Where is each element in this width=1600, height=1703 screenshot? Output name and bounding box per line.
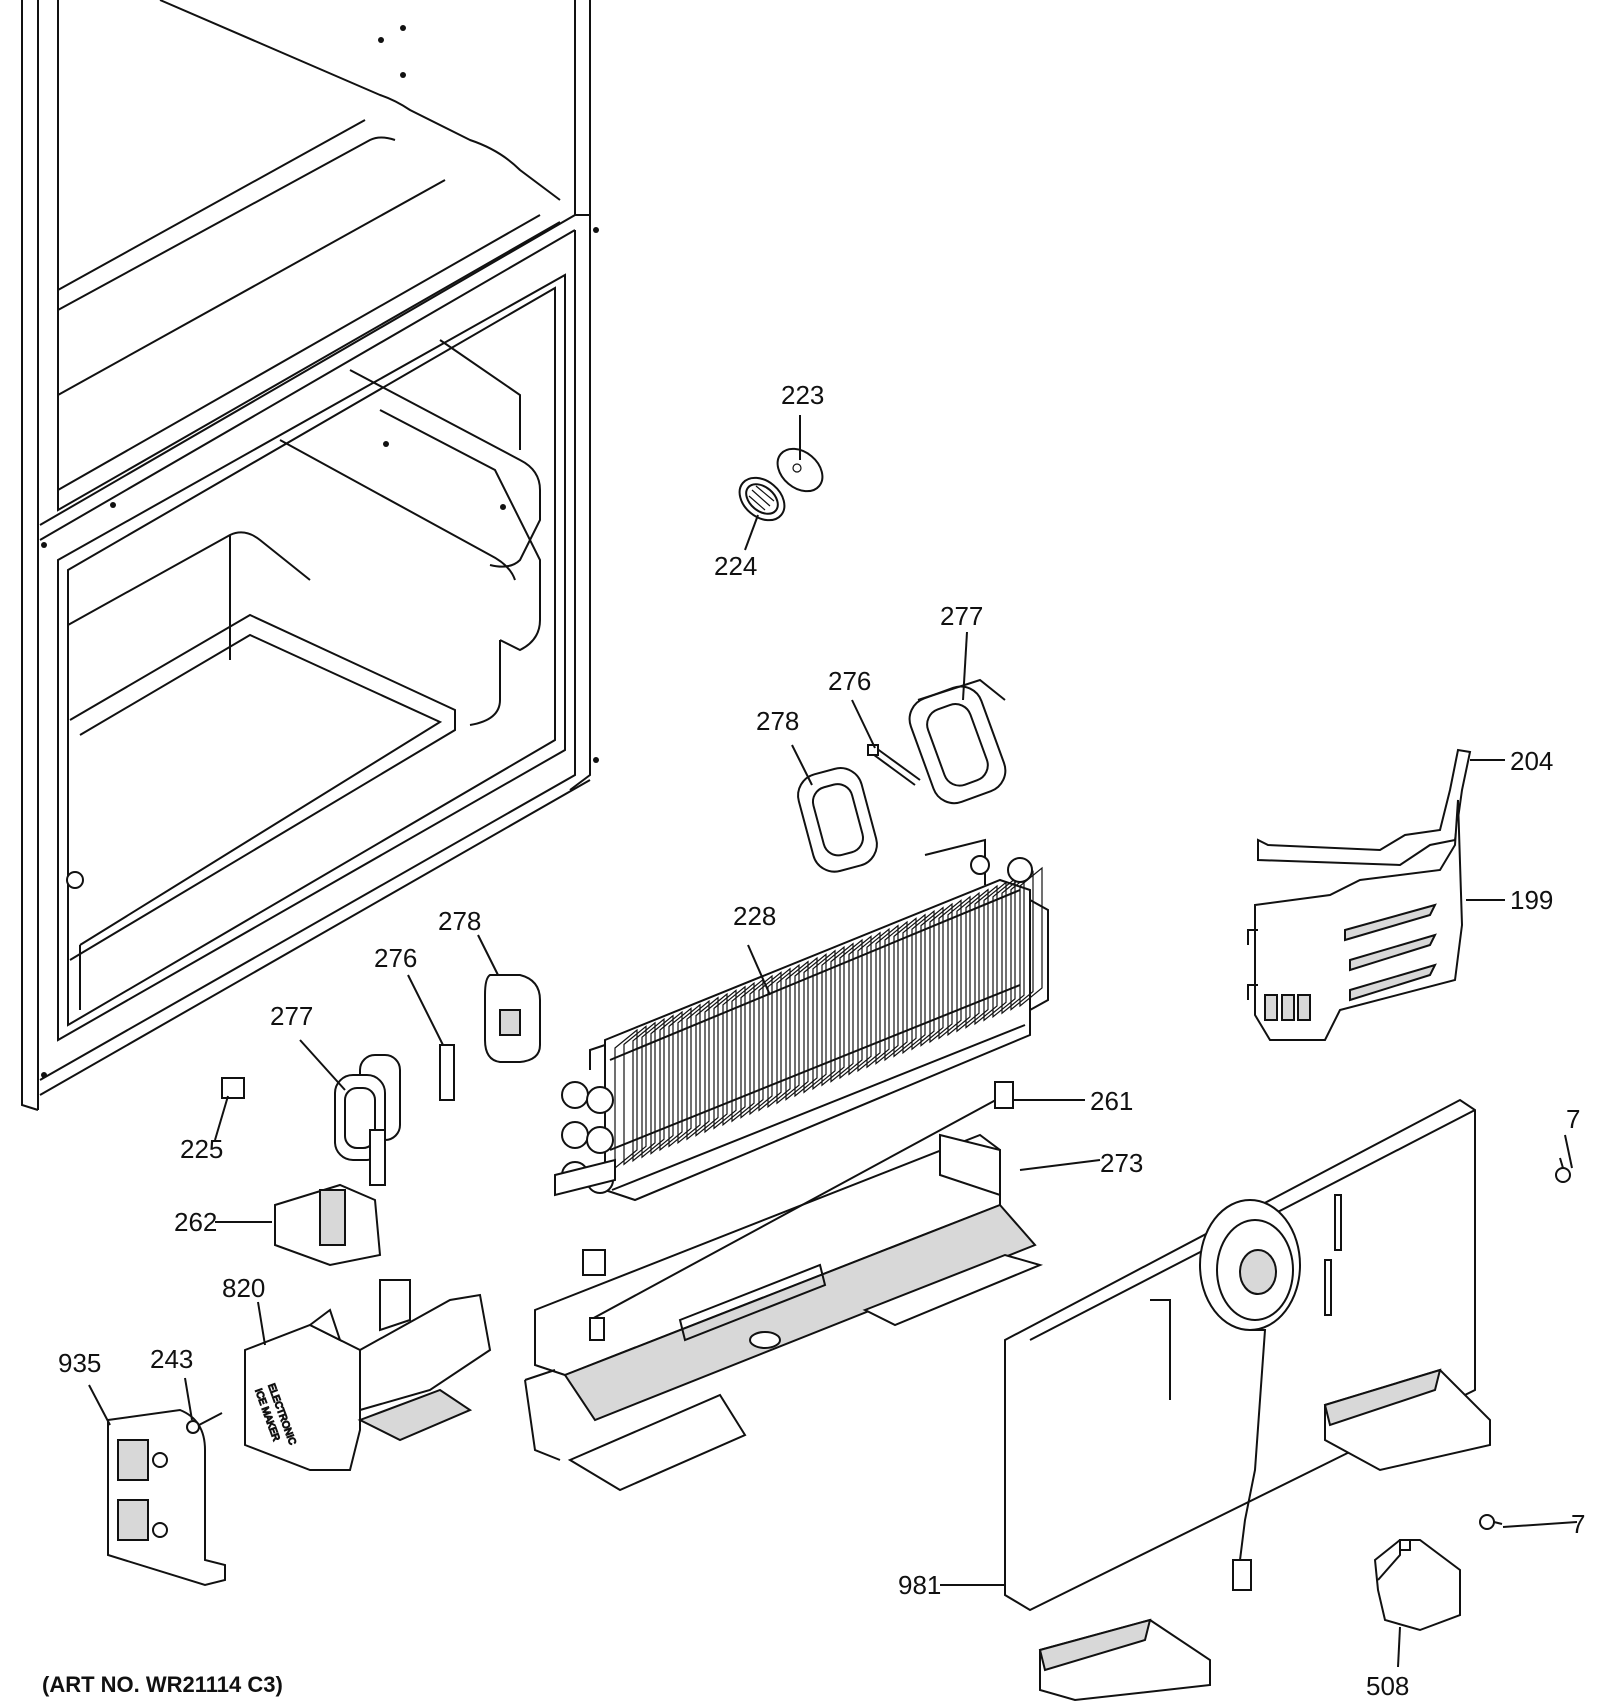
evaporator-fin [938,899,962,1040]
callout-277-upper: 277 [940,601,983,631]
evaporator-228 [554,838,1049,1276]
callout-935: 935 [58,1348,101,1378]
evaporator-fin [893,917,917,1058]
callout-276-upper: 276 [828,666,871,696]
evaporator-fin [947,895,971,1037]
callout-225: 225 [180,1134,223,1164]
callout-199: 199 [1510,885,1553,915]
evaporator-fin [974,884,998,1026]
grille-224-and-cap-223 [738,447,824,522]
callout-277-lower: 277 [270,1001,313,1031]
evaporator-fin [830,942,854,1083]
evaporator-fin [794,956,818,1098]
screws-7 [1479,1157,1571,1530]
callout-262: 262 [174,1207,217,1237]
upper-gasket-parts [797,678,1007,873]
evaporator-fin [965,888,989,1029]
evaporator-fin [758,971,782,1112]
callout-508: 508 [1366,1671,1409,1701]
callout-261: 261 [1090,1086,1133,1116]
callout-228: 228 [733,901,776,931]
callout-204: 204 [1510,746,1553,776]
evaporator-fin [956,891,980,1033]
evaporator-fin [848,935,872,1076]
evaporator-fin [632,1021,656,1163]
evaporator-fins [614,866,1043,1170]
refrigerator-cabinet [21,0,599,1111]
evaporator-fin [875,924,899,1065]
callout-273: 273 [1100,1148,1143,1178]
evaporator-fin [731,981,755,1123]
evaporator-fin [929,902,953,1044]
evaporator-fin [839,938,863,1080]
evaporator-fin [668,1007,692,1148]
evaporator-fin [911,909,935,1051]
evaporator-fin [902,913,926,1055]
evaporator-fin [650,1014,674,1155]
evaporator-fin [614,1028,638,1170]
evaporator-fin [821,945,845,1087]
lower-gasket-parts [221,974,541,1267]
callout-labels: 223 224 277 276 278 204 199 228 278 276 … [42,380,1585,1701]
evaporator-fin [866,927,890,1069]
art-number: (ART NO. WR21114 C3) [42,1672,283,1697]
evaporator-fin [884,920,908,1062]
callout-278-upper: 278 [756,706,799,736]
evaporator-fin [803,953,827,1094]
evaporator-fin [686,999,710,1141]
evaporator-fin [677,1003,701,1145]
callout-820: 820 [222,1273,265,1303]
evaporator-fin [776,963,800,1105]
callout-223: 223 [781,380,824,410]
fan-housing-981 [1004,1098,1491,1702]
evaporator-fin [992,877,1016,1019]
evaporator-fin [767,967,791,1109]
callout-243: 243 [150,1344,193,1374]
evaporator-pan-273 [524,1081,1044,1492]
screw-243 [186,1412,223,1434]
evaporator-fin [812,949,836,1091]
bracket-935 [107,1408,226,1587]
evaporator-fin [641,1017,665,1159]
evaporator-fin [1019,866,1043,1008]
evaporator-fin [713,989,737,1130]
ice-maker-820: ELECTRONIC ICE MAKER [244,1279,492,1471]
evaporator-fin [704,992,728,1134]
evaporator-fin [740,978,764,1119]
callout-981: 981 [898,1570,941,1600]
callout-278-lower: 278 [438,906,481,936]
evaporator-fin [920,906,944,1047]
callout-7-lower: 7 [1571,1509,1585,1539]
evaporator-fin [722,985,746,1127]
callout-224: 224 [714,551,757,581]
evaporator-fin [695,996,719,1137]
duct-cover-199-and-tube-204 [1247,748,1472,1041]
cover-508 [1373,1539,1461,1632]
callout-7-upper: 7 [1566,1104,1580,1134]
evaporator-fin [659,1010,683,1152]
callout-276-lower: 276 [374,943,417,973]
leader-lines [88,415,1578,1668]
evaporator-fin [857,931,881,1073]
evaporator-fin [623,1025,647,1166]
evaporator-fin [785,960,809,1101]
evaporator-fin [983,881,1007,1022]
